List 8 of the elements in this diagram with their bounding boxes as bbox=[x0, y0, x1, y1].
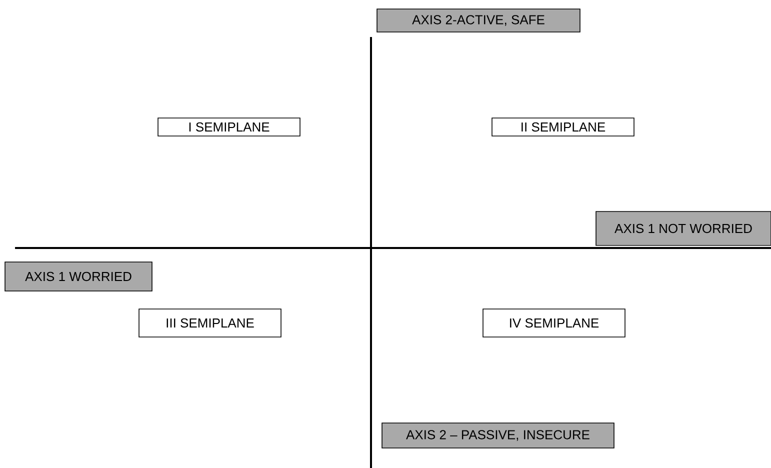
semiplane-box: II SEMIPLANE bbox=[492, 118, 634, 136]
axis-label-box: AXIS 1 WORRIED bbox=[4, 262, 152, 292]
axis-label-box: AXIS 1 NOT WORRIED bbox=[596, 211, 771, 246]
axis-label-box: AXIS 2 – PASSIVE, INSECURE bbox=[382, 422, 614, 448]
semiplane-box: III SEMIPLANE bbox=[138, 308, 282, 338]
axis-label-box: AXIS 2-ACTIVE, SAFE bbox=[376, 8, 580, 32]
semiplane-box: I SEMIPLANE bbox=[158, 118, 300, 136]
semiplane-box: IV SEMIPLANE bbox=[482, 308, 626, 338]
